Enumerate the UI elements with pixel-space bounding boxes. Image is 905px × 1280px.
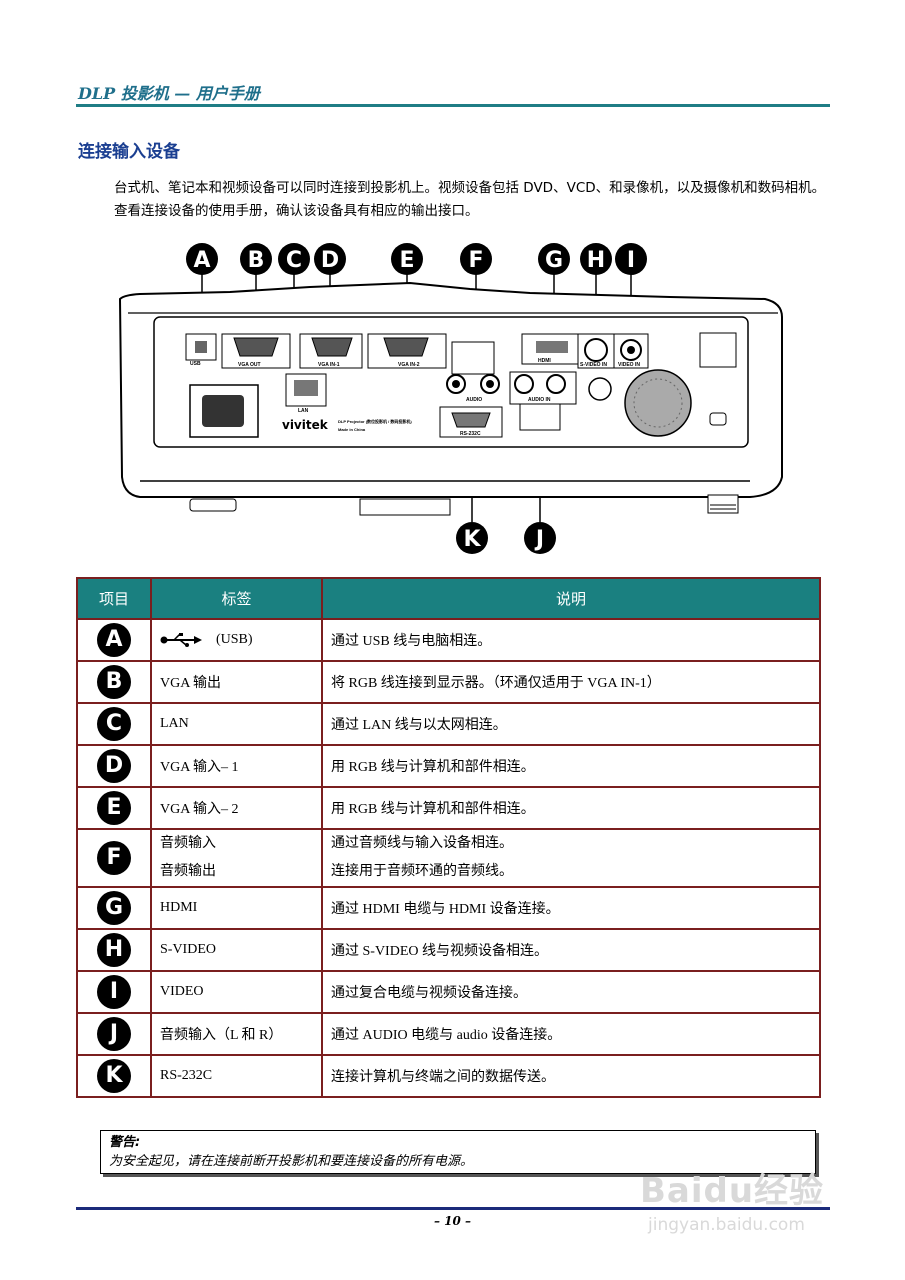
callout-d: D bbox=[321, 248, 339, 273]
row-badge: I bbox=[97, 975, 131, 1009]
row-description: 连接计算机与终端之间的数据传送。 bbox=[321, 1054, 821, 1098]
label-video: VIDEO IN bbox=[618, 362, 640, 368]
row-description: 通过 S-VIDEO 线与视频设备相连。 bbox=[321, 928, 821, 972]
callout-h: H bbox=[587, 248, 605, 273]
row-badge: F bbox=[97, 841, 131, 875]
row-badge: A bbox=[97, 623, 131, 657]
callout-f: F bbox=[468, 248, 483, 273]
baidu-watermark: Baidu经验 jingyan.baidu.com bbox=[640, 1145, 860, 1245]
warning-box: 警告: 为安全起见，请在连接前断开投影机和要连接设备的所有电源。 bbox=[100, 1130, 816, 1174]
intro-paragraph: 台式机、笔记本和视频设备可以同时连接到投影机上。视频设备包括 DVD、VCD、和… bbox=[114, 180, 826, 219]
row-badge: E bbox=[97, 791, 131, 825]
label-model: DLP Projector (数位投影机 / 数码投影机) bbox=[338, 418, 412, 424]
callout-k: K bbox=[463, 527, 481, 552]
label-lan: LAN bbox=[298, 408, 309, 414]
connector-table: 项目 标签 说明 A (USB) 通过 USB 线与电脑相连。 B VGA 输出… bbox=[76, 577, 821, 1098]
callout-i: I bbox=[627, 248, 635, 273]
col-header-item: 项目 bbox=[76, 577, 152, 620]
row-description: 用 RGB 线与计算机和部件相连。 bbox=[321, 744, 821, 788]
table-row: K RS-232C 连接计算机与终端之间的数据传送。 bbox=[76, 1054, 821, 1098]
row-label: 音频输入（L 和 R） bbox=[150, 1012, 323, 1056]
row-description: 通过复合电缆与视频设备连接。 bbox=[321, 970, 821, 1014]
row-badge: J bbox=[97, 1017, 131, 1051]
row-label: S-VIDEO bbox=[150, 928, 323, 972]
label-vga-out: VGA OUT bbox=[238, 362, 261, 368]
row-label: (USB) bbox=[150, 618, 323, 662]
label-s-video: S-VIDEO IN bbox=[580, 362, 607, 368]
row-description: 通过 USB 线与电脑相连。 bbox=[321, 618, 821, 662]
label-usb: USB bbox=[190, 361, 201, 367]
projector-rear-panel-diagram: USB VGA OUT VGA IN-1 VGA IN-2 LAN AUDIO … bbox=[118, 243, 783, 554]
row-label: VGA 输入– 2 bbox=[150, 786, 323, 830]
table-row: D VGA 输入– 1 用 RGB 线与计算机和部件相连。 bbox=[76, 744, 821, 788]
brand-logo-text: vivitek bbox=[282, 418, 329, 432]
usb-icon bbox=[160, 632, 202, 647]
table-row: I VIDEO 通过复合电缆与视频设备连接。 bbox=[76, 970, 821, 1014]
callout-b: B bbox=[248, 248, 265, 273]
table-header-row: 项目 标签 说明 bbox=[76, 577, 821, 620]
table-row: J 音频输入（L 和 R） 通过 AUDIO 电缆与 audio 设备连接。 bbox=[76, 1012, 821, 1056]
table-row: C LAN 通过 LAN 线与以太网相连。 bbox=[76, 702, 821, 746]
callout-e: E bbox=[399, 248, 414, 273]
row-description: 通过 AUDIO 电缆与 audio 设备连接。 bbox=[321, 1012, 821, 1056]
row-badge: K bbox=[97, 1059, 131, 1093]
row-label: VGA 输出 bbox=[150, 660, 323, 704]
row-description: 通过 HDMI 电缆与 HDMI 设备连接。 bbox=[321, 886, 821, 930]
table-row: E VGA 输入– 2 用 RGB 线与计算机和部件相连。 bbox=[76, 786, 821, 830]
row-label: HDMI bbox=[150, 886, 323, 930]
row-badge: C bbox=[97, 707, 131, 741]
label-made-in: Made in China bbox=[338, 427, 366, 432]
callout-g: G bbox=[545, 248, 563, 273]
label-hdmi: HDMI bbox=[538, 358, 551, 364]
callout-j: J bbox=[534, 527, 544, 552]
label-audio: AUDIO bbox=[466, 397, 482, 403]
row-badge: H bbox=[97, 933, 131, 967]
row-label: VIDEO bbox=[150, 970, 323, 1014]
table-row: B VGA 输出 将 RGB 线连接到显示器。（环通仅适用于 VGA IN-1） bbox=[76, 660, 821, 704]
row-label: VGA 输入– 1 bbox=[150, 744, 323, 788]
section-title: 连接输入设备 bbox=[78, 142, 180, 162]
table-row: H S-VIDEO 通过 S-VIDEO 线与视频设备相连。 bbox=[76, 928, 821, 972]
header-rule bbox=[76, 104, 830, 107]
table-row: A (USB) 通过 USB 线与电脑相连。 bbox=[76, 618, 821, 662]
row-description: 通过音频线与输入设备相连。 连接用于音频环通的音频线。 bbox=[321, 828, 821, 888]
row-description: 用 RGB 线与计算机和部件相连。 bbox=[321, 786, 821, 830]
row-label: 音频输入 音频输出 bbox=[150, 828, 323, 888]
row-description: 通过 LAN 线与以太网相连。 bbox=[321, 702, 821, 746]
label-vga-in1: VGA IN-1 bbox=[318, 362, 340, 368]
table-row: G HDMI 通过 HDMI 电缆与 HDMI 设备连接。 bbox=[76, 886, 821, 930]
callout-c: C bbox=[286, 248, 302, 273]
row-description: 将 RGB 线连接到显示器。（环通仅适用于 VGA IN-1） bbox=[321, 660, 821, 704]
row-badge: B bbox=[97, 665, 131, 699]
row-badge: D bbox=[97, 749, 131, 783]
watermark-url: jingyan.baidu.com bbox=[648, 1215, 805, 1235]
col-header-label: 标签 bbox=[150, 577, 323, 620]
table-row: F 音频输入 音频输出 通过音频线与输入设备相连。 连接用于音频环通的音频线。 bbox=[76, 828, 821, 888]
label-audio-in: AUDIO IN bbox=[528, 397, 551, 403]
label-vga-in2: VGA IN-2 bbox=[398, 362, 420, 368]
col-header-description: 说明 bbox=[321, 577, 821, 620]
label-rs232: RS-232C bbox=[460, 431, 481, 437]
warning-text: 为安全起见，请在连接前断开投影机和要连接设备的所有电源。 bbox=[109, 1154, 474, 1169]
row-label: LAN bbox=[150, 702, 323, 746]
callout-a: A bbox=[193, 248, 210, 273]
watermark-brand: Baidu经验 bbox=[640, 1171, 825, 1211]
row-label: RS-232C bbox=[150, 1054, 323, 1098]
page-number: – 10 – bbox=[433, 1214, 472, 1228]
header-title: DLP 投影机 — 用户手册 bbox=[78, 84, 260, 103]
warning-title: 警告: bbox=[109, 1135, 141, 1150]
footer-rule bbox=[76, 1207, 830, 1210]
row-badge: G bbox=[97, 891, 131, 925]
